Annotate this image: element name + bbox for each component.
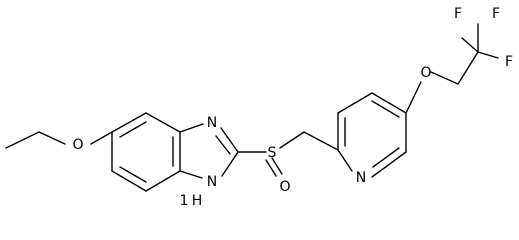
atom-nh-imidazole: N [207, 174, 217, 190]
bond-s-o-b [271, 157, 283, 175]
atom-labels: O N N H 1 S O N O F F F [72, 6, 513, 209]
bond-ethoxy-o-ring [90, 131, 113, 145]
bond-pyridine-double-b [371, 100, 400, 118]
bond-imidazole-c2-n1 [221, 151, 239, 177]
atom-h-numeral: 1 [180, 193, 189, 209]
bond-imidazole-n3-c2-outer [220, 127, 239, 153]
bond-s-o-a [265, 159, 277, 177]
bond-imidazole-n1-c [179, 170, 203, 179]
bond-cf3-f-right [477, 51, 499, 59]
bond-o-ch2 [430, 71, 459, 85]
atom-o-sulfinyl: O [279, 179, 290, 195]
bond-imidazole-c-n3 [179, 123, 204, 133]
molecule-diagram: O N N H 1 S O N O F F F [5, 6, 513, 209]
bond-imidazole-n3-c2-inner [215, 135, 231, 155]
atom-nh-hydrogen: H [192, 193, 203, 209]
bond-ch2-cf3 [457, 51, 479, 85]
atom-f1: F [454, 6, 462, 22]
bond-ethyl-ch3 [5, 131, 40, 149]
bond-benzene-2 [145, 112, 181, 133]
bond-pyridine-4 [371, 92, 407, 114]
bond-pyridine-5 [337, 92, 373, 114]
bond-s-ch2 [279, 131, 305, 149]
bond-ring-o [405, 81, 422, 114]
bond-benzene-5 [111, 170, 147, 192]
bond-pyridine-1 [337, 149, 353, 172]
bond-benzene-1 [111, 112, 147, 133]
atom-o-ethoxy: O [72, 137, 83, 153]
atom-n-pyridine: N [356, 170, 366, 186]
bond-pyridine-double-c [372, 147, 400, 168]
bond-ethyl-ch2 [38, 131, 66, 145]
bond-cf3-f-left [461, 37, 479, 53]
atom-o-trifluoroethoxy: O [420, 65, 431, 81]
atom-f3: F [505, 54, 513, 70]
bond-pyridine-2 [371, 151, 407, 178]
bonds [5, 23, 499, 192]
bond-benzene-double-c [119, 166, 147, 183]
bond-benzene-double-a [119, 121, 147, 138]
atom-n-imidazole: N [207, 115, 217, 131]
atom-s-sulfinyl: S [268, 145, 277, 161]
bond-benzene-4 [145, 170, 181, 192]
atom-f2: F [492, 6, 500, 22]
bond-ch2-pyridine [303, 131, 339, 151]
